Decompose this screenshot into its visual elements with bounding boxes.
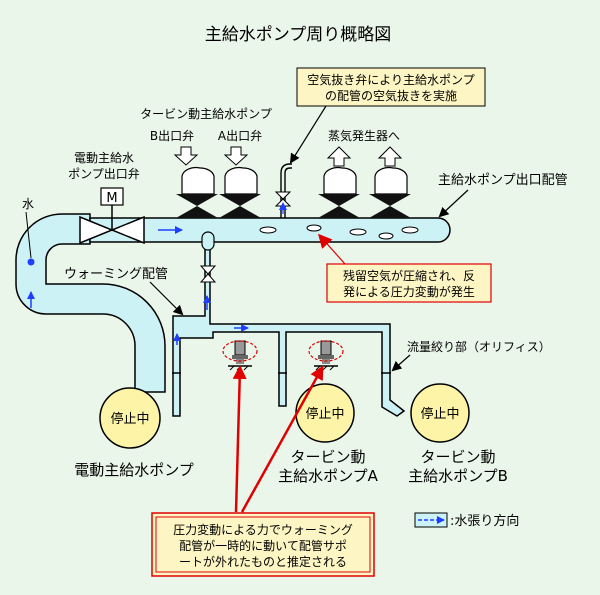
water-point-icon — [27, 258, 35, 266]
legend: :水張り方向 — [414, 512, 519, 529]
motor-pump-status: 停止中 — [110, 411, 149, 427]
conclusion-callout-line3: ートが外れたものと推定される — [179, 554, 347, 569]
piping — [15, 213, 451, 417]
warming-pipe-network — [172, 243, 406, 417]
warming-pipe-label: ウォーミング配管 — [64, 267, 168, 282]
a-valve-arrow-icon — [223, 146, 249, 166]
motor-pump-loop-pipe — [15, 213, 166, 393]
discharge-header-label: 主給水ポンプ出口配管 — [438, 173, 568, 188]
motor-outlet-valve[interactable]: M — [79, 187, 145, 245]
motor-pump-label: 電動主給水ポンプ — [74, 461, 194, 479]
b-outlet-valve[interactable] — [176, 166, 218, 218]
residual-air-callout-line1: 残留空気が圧縮され、反 — [343, 268, 475, 283]
steam-generator-label: 蒸気発生器へ — [328, 128, 400, 143]
turbine-pump-a[interactable]: 停止中 — [295, 383, 355, 443]
air-vent-callout-line1: 空気抜き弁により主給水ポンプ — [307, 72, 474, 87]
air-vent-callout-line2: の配管の空気抜きを実施 — [325, 88, 457, 103]
flow-arrows — [27, 226, 249, 345]
legend-label: :水張り方向 — [450, 513, 519, 529]
conclusion-callout — [151, 512, 375, 577]
motor-pump[interactable]: 停止中 — [99, 387, 161, 449]
warming-line-valve[interactable] — [199, 231, 217, 283]
turbine-pump-b[interactable]: 停止中 — [410, 383, 470, 443]
a-outlet-valve-label: A出口弁 — [218, 128, 262, 143]
sg-arrow-icon-2 — [377, 146, 403, 167]
turbine-pump-b-status: 停止中 — [420, 406, 459, 422]
b-valve-arrow-icon — [173, 146, 199, 166]
residual-air-callout — [326, 263, 492, 303]
air-vent-callout — [296, 67, 486, 107]
b-outlet-valve-label: B出口弁 — [150, 128, 194, 143]
motor-outlet-valve-label-line1: 電動主給水 — [74, 151, 134, 165]
residual-air-callout-line2: 発による圧力変動が発生 — [343, 284, 475, 299]
conclusion-callout-line2: 配管が一時的に動いて配管サポ — [179, 538, 347, 553]
turbine-pump-a-status: 停止中 — [305, 406, 344, 422]
steam-generator-valve-1[interactable] — [318, 166, 360, 218]
air-vent-valve[interactable] — [274, 163, 292, 218]
pipe-support-a — [222, 340, 258, 371]
turbine-pump-a-label-line2: 主給水ポンプA — [278, 467, 379, 485]
page-title: 主給水ポンプ周り概略図 — [205, 25, 392, 45]
water-label: 水 — [22, 197, 34, 211]
motor-symbol: M — [106, 191, 117, 206]
motor-outlet-valve-label-line2: ポンプ出口弁 — [68, 166, 140, 181]
turbine-pump-b-label-line2: 主給水ポンプB — [408, 467, 508, 485]
pipe-support-b — [308, 340, 344, 371]
air-bubbles — [259, 224, 419, 240]
steam-generator-valve-2[interactable] — [369, 166, 411, 218]
turbine-pump-b-label-line1: タービン動 — [420, 448, 495, 466]
conclusion-callout-line1: 圧力変動による力でウォーミング — [173, 522, 353, 537]
orifice-label: 流量絞り部（オリフィス） — [407, 339, 551, 354]
a-outlet-valve[interactable] — [219, 166, 261, 218]
turbine-pump-a-label-line1: タービン動 — [290, 448, 365, 466]
sg-arrow-icon-1 — [326, 146, 352, 167]
turbine-pump-group-label: タービン動主給水ポンプ — [140, 107, 272, 121]
